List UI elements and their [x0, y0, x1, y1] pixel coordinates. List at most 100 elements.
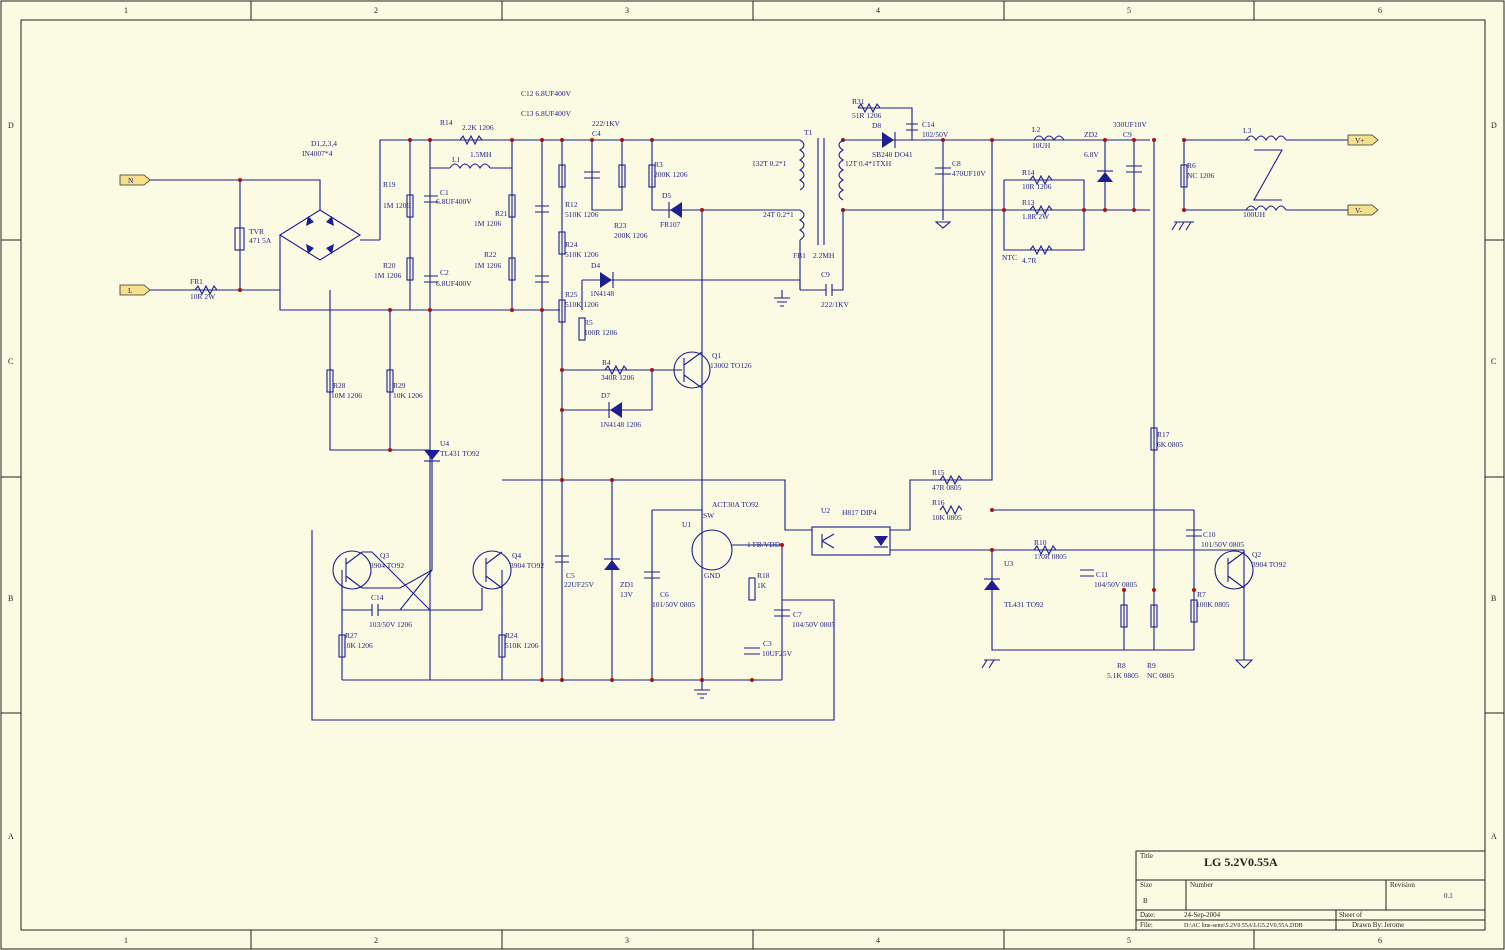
r31-d8-c14-snubber: R31 51R 1206 D8 SB240 DO41 C14 102/50V — [852, 97, 949, 159]
svg-text:H817 DIP4: H817 DIP4 — [842, 508, 877, 517]
svg-text:R13: R13 — [1022, 198, 1035, 207]
svg-text:TVR: TVR — [249, 227, 264, 236]
svg-text:D7: D7 — [601, 391, 610, 400]
c9-ycap: C9 222/1KV — [800, 210, 850, 309]
c5-capacitor: C5 22UF25V — [555, 555, 595, 589]
svg-text:101/50V 0805: 101/50V 0805 — [1201, 540, 1244, 549]
svg-text:10K 1206: 10K 1206 — [343, 641, 373, 650]
svg-text:D5: D5 — [662, 191, 671, 200]
file-value: D:\AC line-semi\5.2V0.55A\LG5.2V0.55A.DD… — [1184, 923, 1303, 929]
c2-capacitor: C2 6.8UF400V — [424, 268, 472, 288]
svg-text:FR1: FR1 — [190, 277, 203, 286]
svg-text:L1: L1 — [452, 155, 461, 164]
zd2-zener: ZD2 6.8V — [1084, 130, 1113, 182]
svg-text:4.7R: 4.7R — [1022, 256, 1036, 265]
svg-text:Q1: Q1 — [712, 351, 721, 360]
svg-text:FR107: FR107 — [660, 220, 681, 229]
svg-text:R14: R14 — [440, 118, 453, 127]
svg-text:100UH: 100UH — [1243, 210, 1266, 219]
r17-resistor: R17 6K 0805 — [1150, 427, 1183, 451]
svg-text:510K 1206: 510K 1206 — [505, 641, 539, 650]
row-label-right: D — [1491, 121, 1497, 130]
svg-text:1M 1206: 1M 1206 — [374, 271, 402, 280]
svg-text:C14: C14 — [922, 120, 935, 129]
svg-text:L2: L2 — [1032, 125, 1041, 134]
svg-text:6.8UF400V: 6.8UF400V — [436, 197, 472, 206]
svg-text:13V: 13V — [620, 590, 634, 599]
col-label-top: 1 — [124, 6, 128, 15]
svg-text:1N4148: 1N4148 — [590, 289, 614, 298]
svg-text:22UF25V: 22UF25V — [564, 580, 595, 589]
ground-bottom — [694, 680, 710, 699]
svg-text:10UF25V: 10UF25V — [762, 649, 793, 658]
title-value: LG 5.2V0.55A — [1204, 855, 1278, 869]
svg-text:C8: C8 — [952, 159, 961, 168]
c7-c3-capacitors: C7 104/50V 0805 C3 10UF25V — [744, 609, 835, 658]
svg-text:ZD1: ZD1 — [620, 580, 634, 589]
fr1-resistor: FR1 10R 2W — [190, 277, 218, 301]
svg-text:C4: C4 — [592, 129, 601, 138]
col-label-top: 2 — [374, 6, 378, 15]
svg-text:R23: R23 — [614, 221, 627, 230]
row-label-left: B — [8, 594, 13, 603]
row-label-right: B — [1491, 594, 1496, 603]
svg-text:R31: R31 — [852, 97, 865, 106]
svg-text:470UF10V: 470UF10V — [952, 169, 986, 178]
l3-common-mode-choke: L3 100UH — [1243, 126, 1287, 219]
col-label-bottom: 3 — [625, 936, 629, 945]
svg-text:100K 0805: 100K 0805 — [1196, 600, 1230, 609]
title-block: Title LG 5.2V0.55A Size B Number Revisio… — [1135, 850, 1486, 931]
svg-text:R25: R25 — [565, 290, 578, 299]
col-label-bottom: 5 — [1127, 936, 1131, 945]
drawn-value: Jerome — [1384, 921, 1404, 929]
d7-diode: D7 1N4148 1206 — [600, 391, 641, 429]
svg-text:NC 0805: NC 0805 — [1147, 671, 1175, 680]
svg-text:R24: R24 — [505, 631, 518, 640]
svg-text:Q3: Q3 — [380, 551, 389, 560]
l1-inductor: L1 1.5MH — [430, 150, 512, 170]
svg-text:Q2: Q2 — [1252, 550, 1261, 559]
svg-text:1?0R 0805: 1?0R 0805 — [1034, 552, 1067, 561]
svg-text:GND: GND — [704, 571, 721, 580]
c10-capacitor: C10 101/50V 0805 — [1186, 529, 1244, 549]
c8-capacitor: C8 470UF10V — [934, 159, 986, 229]
svg-text:SB240 DO41: SB240 DO41 — [872, 150, 913, 159]
row-label-left: D — [8, 121, 14, 130]
t1-transformer: T1 132T 0.2*1 24T 0.2*1 12T 0.4*1TXH — [752, 128, 892, 245]
number-label: Number — [1190, 881, 1214, 889]
svg-text:6.8V: 6.8V — [1084, 150, 1099, 159]
svg-text:222/1KV: 222/1KV — [592, 119, 621, 128]
svg-text:2.2K 1206: 2.2K 1206 — [462, 123, 494, 132]
svg-text:24T 0.2*1: 24T 0.2*1 — [763, 210, 794, 219]
svg-text:TL431 TO92: TL431 TO92 — [440, 449, 480, 458]
svg-text:FB1: FB1 — [793, 251, 806, 260]
svg-text:R29: R29 — [393, 381, 406, 390]
port-l: L — [119, 284, 151, 296]
svg-text:R3: R3 — [654, 160, 663, 169]
svg-text:1M 1206: 1M 1206 — [474, 219, 502, 228]
d5-diode: D5 FR107 — [660, 191, 682, 229]
q2-transistor: Q2 3904 TO92 — [1214, 550, 1286, 669]
svg-text:R4: R4 — [602, 358, 611, 367]
svg-text:222/1KV: 222/1KV — [821, 300, 850, 309]
svg-text:10M 1206: 10M 1206 — [331, 391, 362, 400]
svg-text:1M 1206: 1M 1206 — [474, 261, 502, 270]
svg-text:R28: R28 — [333, 381, 346, 390]
svg-text:C14: C14 — [371, 593, 384, 602]
svg-text:1K: 1K — [757, 581, 767, 590]
svg-text:51R 1206: 51R 1206 — [852, 111, 882, 120]
svg-text:6.8UF400V: 6.8UF400V — [436, 279, 472, 288]
svg-text:ACT30A TO92: ACT30A TO92 — [712, 500, 759, 509]
q4-transistor: Q4 3904 TO92 — [472, 550, 544, 590]
row-label-right: A — [1491, 832, 1497, 841]
fb1-bead: FB1 2.2MH — [793, 240, 835, 290]
svg-text:R22: R22 — [484, 250, 497, 259]
r14-r13-ntc-network: R14 10R 1206 R13 1.8R 2W NTC 4.7R — [1002, 168, 1053, 265]
u4-tl431: U4 TL431 TO92 — [424, 439, 480, 462]
col-label-top: 5 — [1127, 6, 1131, 15]
svg-text:IN4007*4: IN4007*4 — [302, 149, 333, 158]
svg-text:C11: C11 — [1096, 570, 1108, 579]
svg-text:R18: R18 — [757, 571, 770, 580]
svg-text:100R 1206: 100R 1206 — [584, 328, 617, 337]
